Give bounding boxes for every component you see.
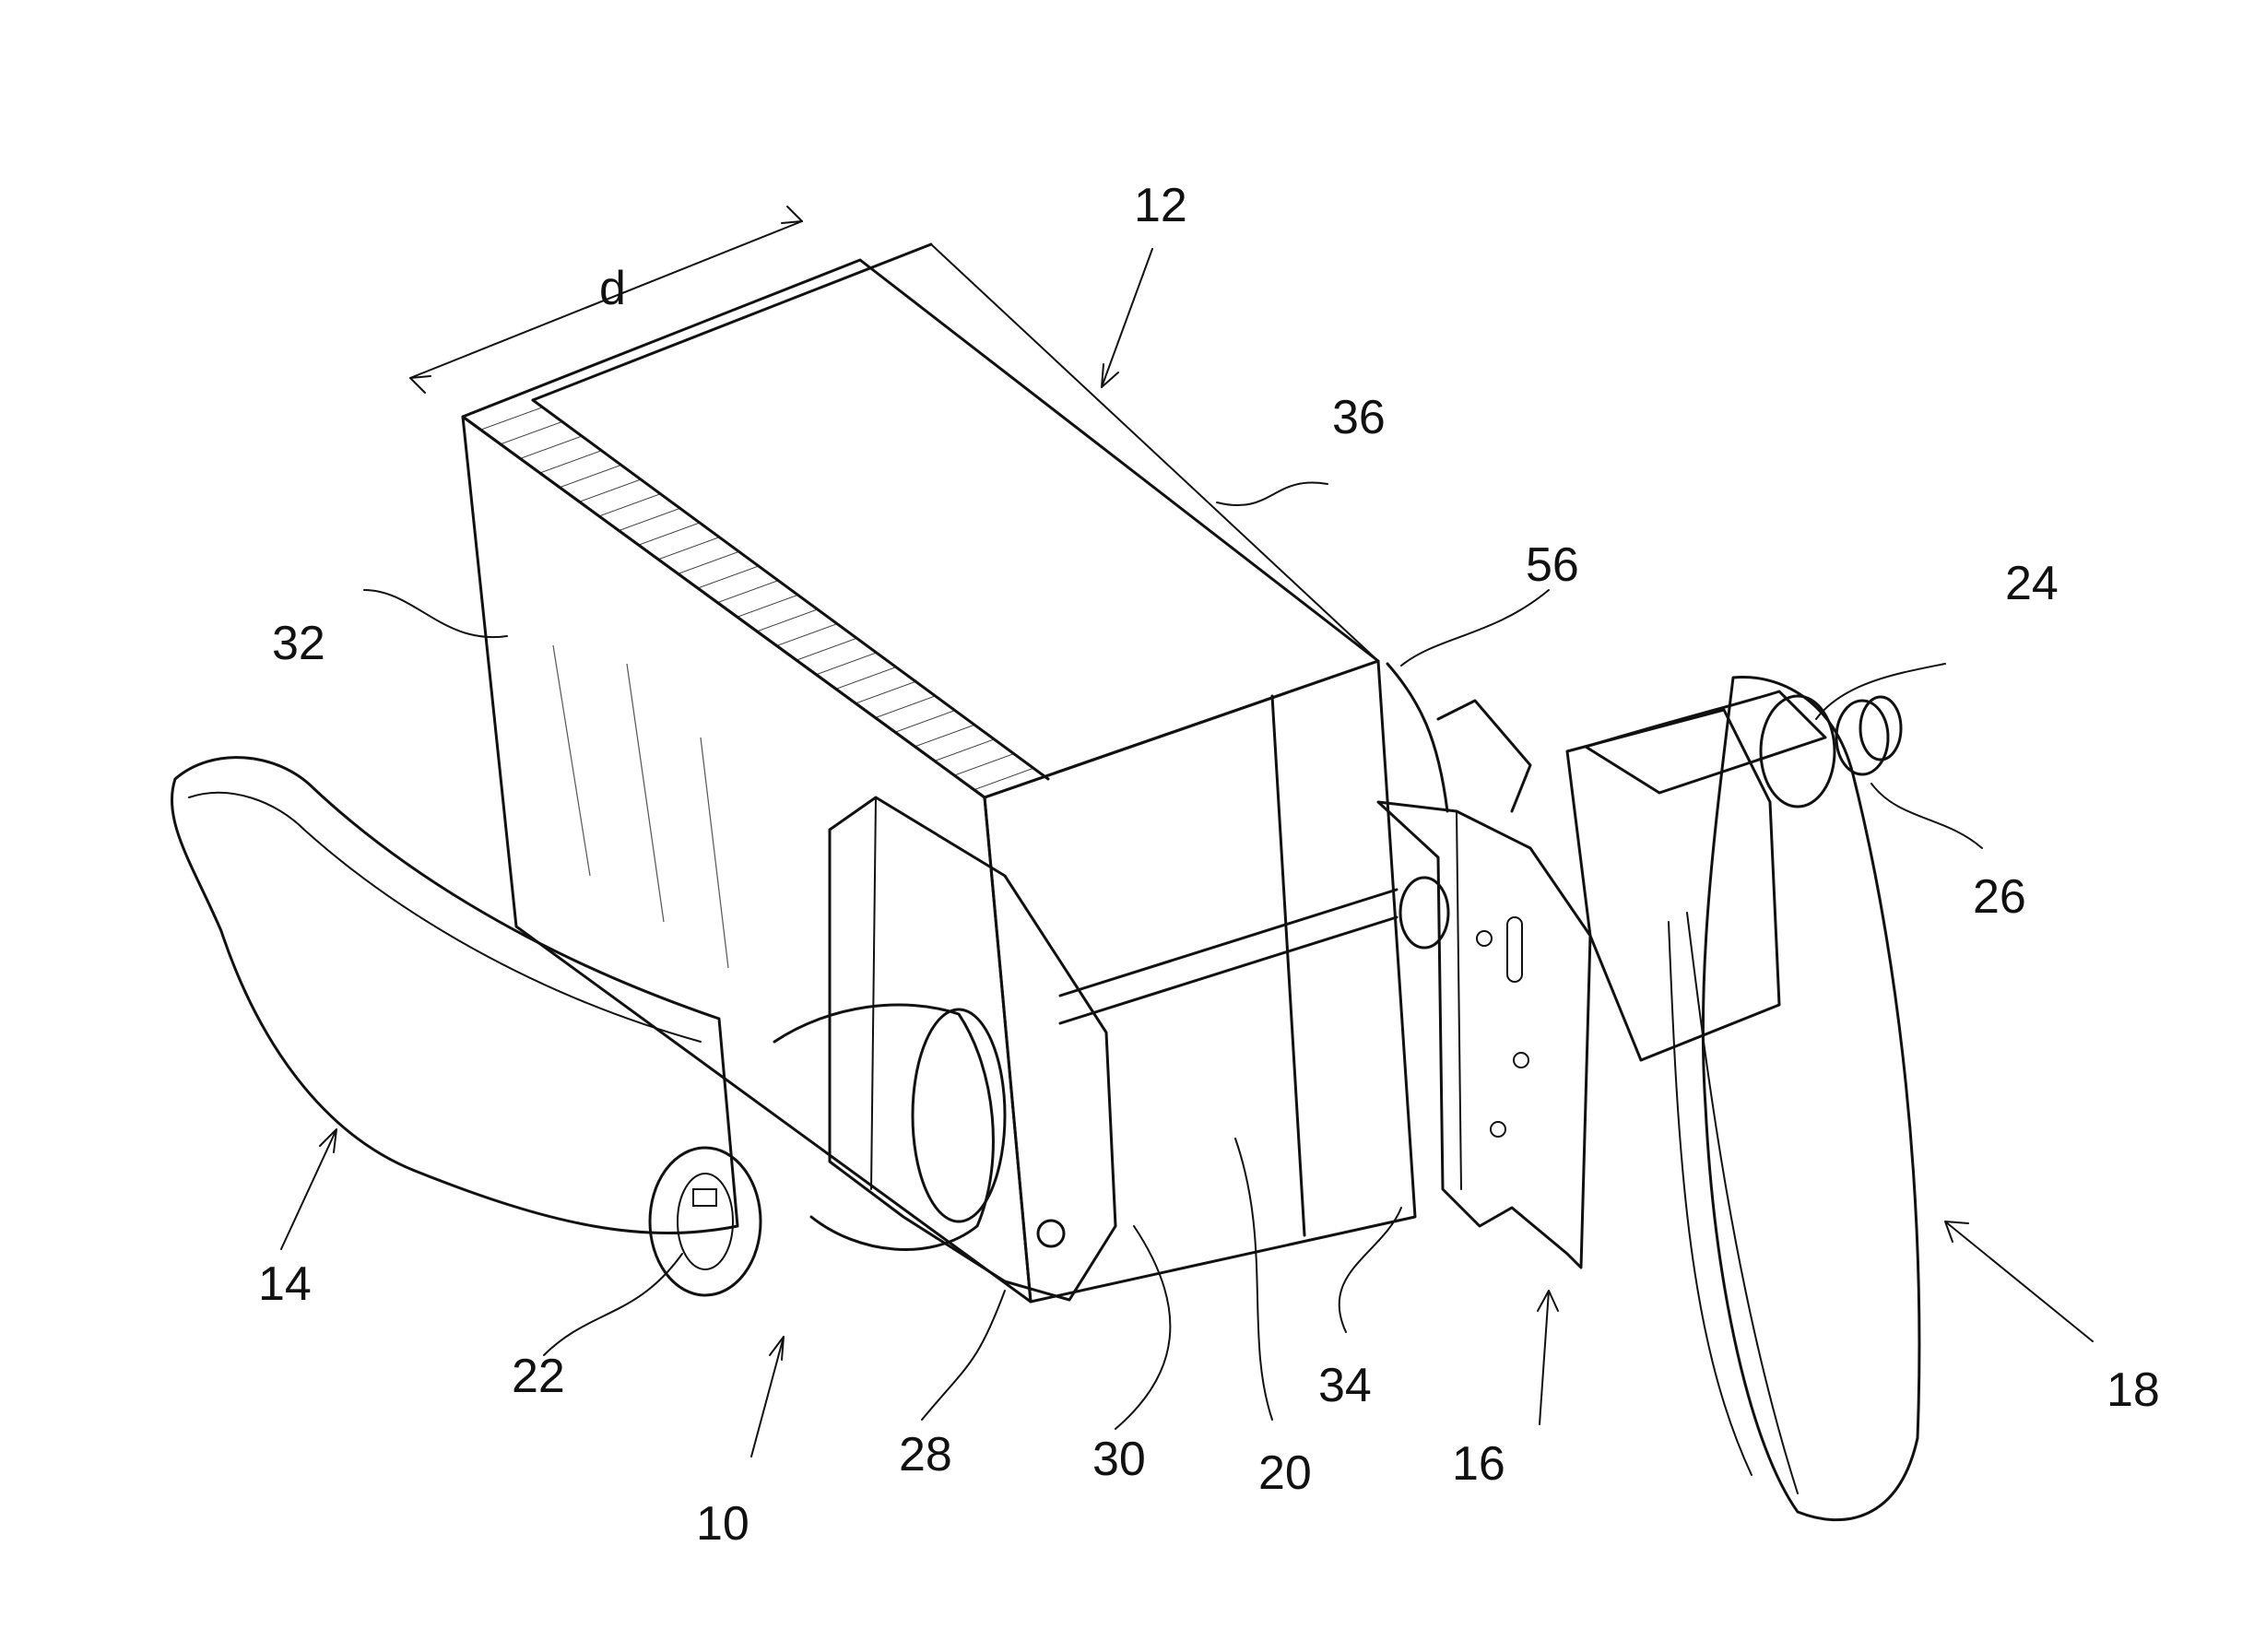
label-10: 10 — [696, 1497, 749, 1551]
label-12: 12 — [1134, 179, 1187, 232]
label-16: 16 — [1452, 1437, 1505, 1491]
label-34: 34 — [1318, 1359, 1372, 1412]
rosette-plate — [828, 796, 1117, 1302]
screw-hole — [1036, 1219, 1066, 1248]
label-36: 36 — [1332, 391, 1386, 444]
label-24: 24 — [2005, 557, 2059, 610]
lever-handle-left — [170, 756, 1007, 1297]
label-d: d — [599, 262, 626, 315]
door-side-face — [461, 415, 1033, 1304]
label-30: 30 — [1092, 1433, 1146, 1486]
spindle-nut — [1835, 699, 1890, 776]
door-front-section — [983, 659, 1417, 1304]
label-22: 22 — [512, 1350, 565, 1403]
label-20: 20 — [1258, 1446, 1312, 1500]
escutcheon-plate — [1376, 662, 1592, 1269]
label-26: 26 — [1973, 870, 2026, 924]
rear-mount — [1565, 690, 1903, 1062]
label-32: 32 — [272, 617, 325, 670]
door-block — [461, 242, 1417, 1304]
label-18: 18 — [2106, 1363, 2160, 1417]
label-14: 14 — [258, 1257, 312, 1311]
key-slot-icon — [692, 1188, 717, 1207]
spindle-hole — [1398, 876, 1450, 950]
label-56: 56 — [1526, 538, 1579, 592]
label-28: 28 — [899, 1428, 952, 1481]
lever-handle-right — [1668, 675, 1921, 1522]
reference-labels: d 12 36 56 24 26 32 14 22 10 28 30 20 34… — [258, 179, 2160, 1551]
leader-lines — [280, 206, 2094, 1457]
lock-cylinder — [648, 1146, 762, 1297]
spindle-end — [1859, 695, 1903, 761]
